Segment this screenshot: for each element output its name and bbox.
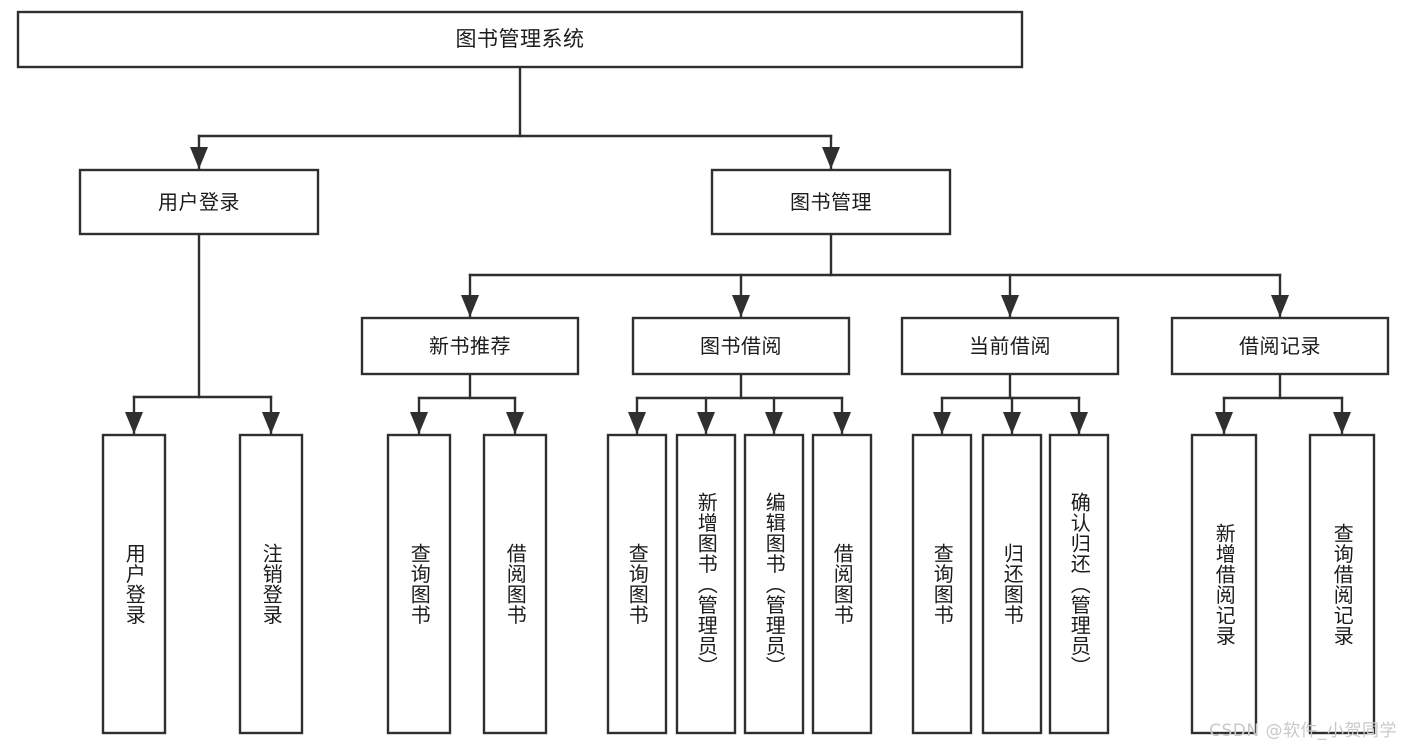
level1-box-图书管理[interactable] bbox=[710, 168, 952, 236]
arrow-head-icon-用户登录-0 bbox=[190, 147, 208, 169]
leaf-box-借阅图书[interactable] bbox=[482, 433, 548, 735]
level2-box-当前借阅[interactable] bbox=[900, 316, 1120, 376]
leaf-box-查询图书[interactable] bbox=[386, 433, 452, 735]
level2-box-新书推荐[interactable] bbox=[360, 316, 580, 376]
arrow-head-icon-新增借阅记录-0 bbox=[1215, 412, 1233, 434]
leaf-box-新增图书管理员[interactable] bbox=[675, 433, 737, 735]
leaf-box-借阅图书[interactable] bbox=[811, 433, 873, 735]
leaf-box-归还图书[interactable] bbox=[981, 433, 1043, 735]
arrow-head-icon-借阅记录-3 bbox=[1271, 295, 1289, 317]
level2-box-借阅记录[interactable] bbox=[1170, 316, 1390, 376]
leaf-box-查询图书[interactable] bbox=[606, 433, 668, 735]
leaf-box-注销登录[interactable] bbox=[238, 433, 304, 735]
level1-box-用户登录[interactable] bbox=[78, 168, 320, 236]
arrow-head-icon-查询图书-0 bbox=[410, 412, 428, 434]
leaf-box-编辑图书管理员[interactable] bbox=[743, 433, 805, 735]
arrow-head-icon-查询图书-0 bbox=[933, 412, 951, 434]
arrow-head-icon-归还图书-1 bbox=[1003, 412, 1021, 434]
arrow-head-icon-图书借阅-1 bbox=[732, 295, 750, 317]
arrow-head-icon-编辑图书管理员-2 bbox=[765, 412, 783, 434]
arrow-head-icon-查询借阅记录-1 bbox=[1333, 412, 1351, 434]
leaf-box-查询借阅记录[interactable] bbox=[1308, 433, 1376, 735]
arrow-head-icon-图书管理-1 bbox=[822, 147, 840, 169]
arrow-head-icon-借阅图书-3 bbox=[833, 412, 851, 434]
leaf-box-查询图书[interactable] bbox=[911, 433, 973, 735]
connector-layer bbox=[125, 65, 1351, 436]
arrow-head-icon-用户登录-0 bbox=[125, 412, 143, 434]
arrow-head-icon-当前借阅-2 bbox=[1001, 295, 1019, 317]
arrow-head-icon-确认归还管理员-2 bbox=[1070, 412, 1088, 434]
box-layer bbox=[16, 10, 1390, 735]
root-box-图书管理系统[interactable] bbox=[16, 10, 1024, 69]
level2-box-图书借阅[interactable] bbox=[631, 316, 851, 376]
arrow-head-icon-借阅图书-1 bbox=[506, 412, 524, 434]
arrow-head-icon-查询图书-0 bbox=[628, 412, 646, 434]
leaf-box-确认归还管理员[interactable] bbox=[1048, 433, 1110, 735]
leaf-box-新增借阅记录[interactable] bbox=[1190, 433, 1258, 735]
arrow-head-icon-新增图书管理员-1 bbox=[697, 412, 715, 434]
arrow-head-icon-新书推荐-0 bbox=[461, 295, 479, 317]
leaf-box-用户登录[interactable] bbox=[101, 433, 167, 735]
arrow-head-icon-注销登录-1 bbox=[262, 412, 280, 434]
